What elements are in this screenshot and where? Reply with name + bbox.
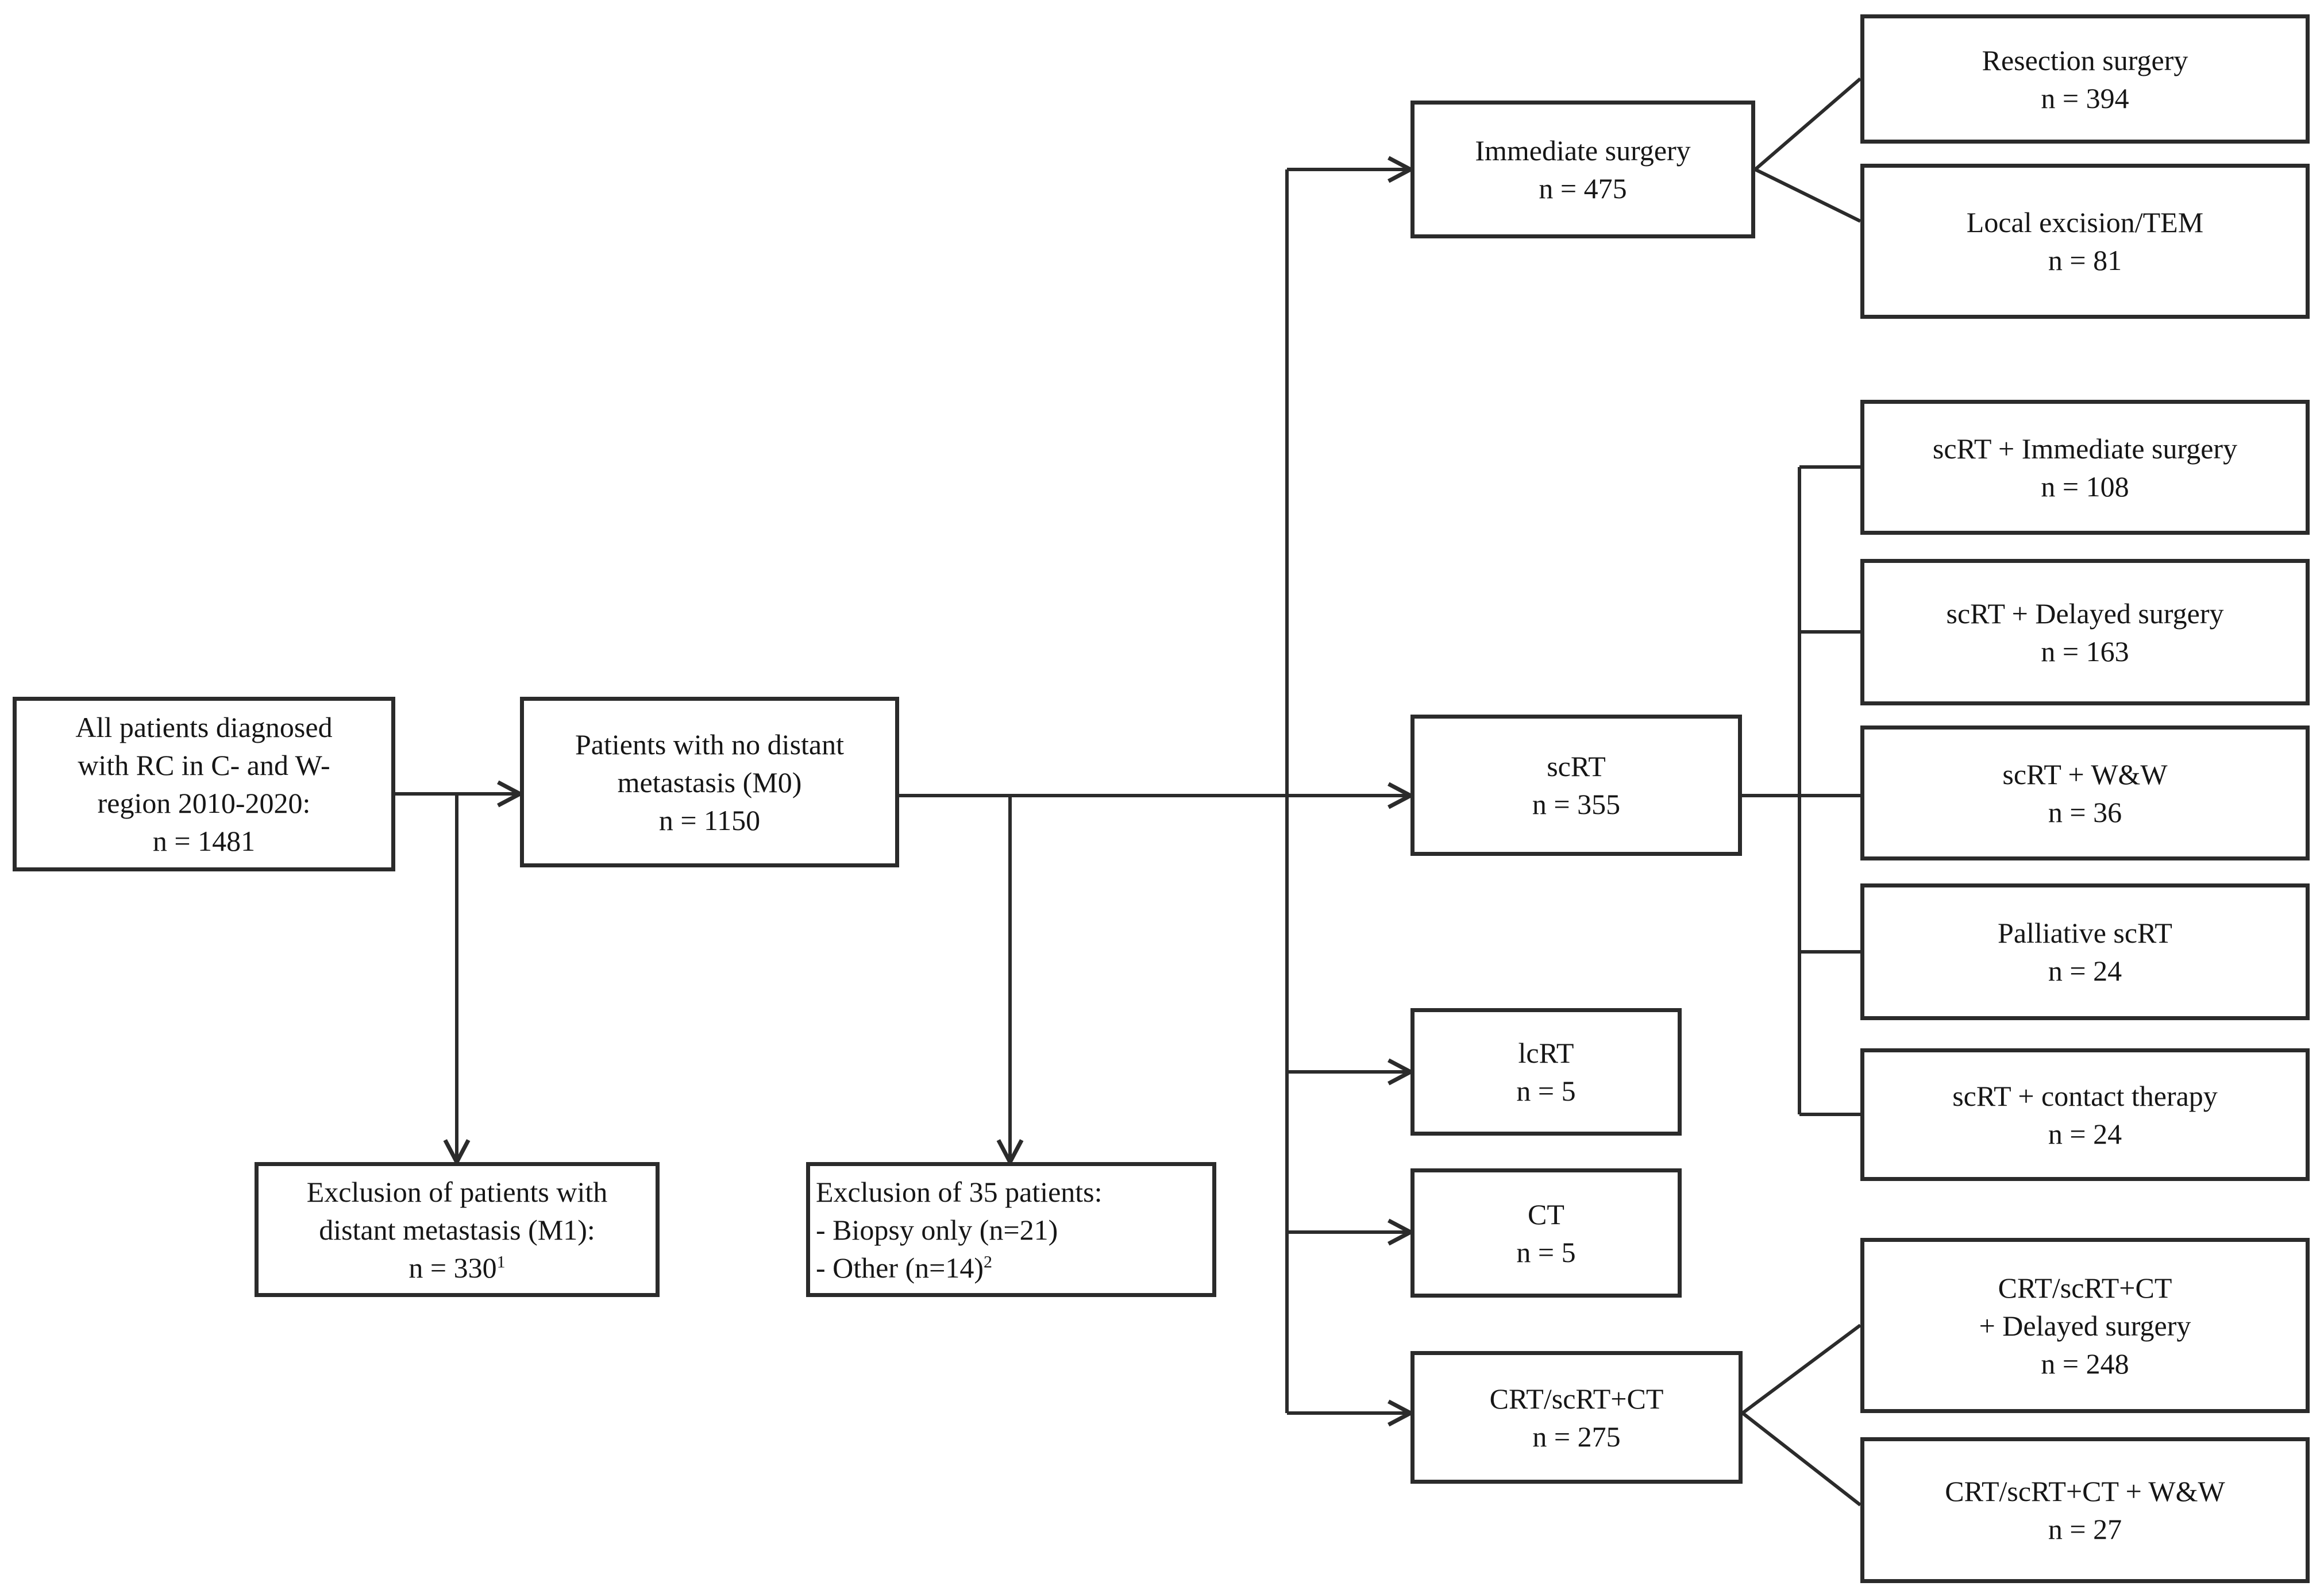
node-line: Palliative scRT xyxy=(1998,917,2172,949)
footnote-superscript: 1 xyxy=(496,1252,506,1271)
node-line: CRT/scRT+CT xyxy=(1998,1271,2172,1304)
edge-immediate-to-local-excision xyxy=(1754,168,1861,223)
node-line: - Other (n=14)2 xyxy=(816,1249,992,1287)
node-line: n = 81 xyxy=(2048,244,2122,276)
node-line: Exclusion of 35 patients: xyxy=(816,1175,1103,1208)
node-line: n = 36 xyxy=(2048,796,2122,828)
node-line: n = 108 xyxy=(2041,470,2129,503)
node-scrt-contact: scRT + contact therapy n = 24 xyxy=(1860,1048,2310,1181)
node-crt-delayed: CRT/scRT+CT + Delayed surgery n = 248 xyxy=(1860,1238,2310,1413)
node-line: CRT/scRT+CT xyxy=(1489,1382,1664,1415)
node-immediate-surgery: Immediate surgery n = 475 xyxy=(1410,101,1755,238)
node-line: Local excision/TEM xyxy=(1966,206,2204,238)
node-line: n = 355 xyxy=(1532,788,1621,820)
node-line: scRT + contact therapy xyxy=(1952,1079,2218,1112)
node-scrt-delayed: scRT + Delayed surgery n = 163 xyxy=(1860,559,2310,705)
node-line: n = 5 xyxy=(1516,1236,1576,1268)
node-line: CRT/scRT+CT + W&W xyxy=(1945,1475,2225,1507)
node-m0: Patients with no distant metastasis (M0)… xyxy=(520,697,899,867)
node-line-text: - Other (n=14) xyxy=(816,1251,984,1284)
node-line: n = 475 xyxy=(1539,172,1627,204)
node-scrt-ww: scRT + W&W n = 36 xyxy=(1860,725,2310,860)
node-line: n = 27 xyxy=(2048,1513,2122,1545)
node-crt-scrt-ct: CRT/scRT+CT n = 275 xyxy=(1410,1351,1743,1484)
node-lcrt: lcRT n = 5 xyxy=(1410,1008,1682,1136)
node-palliative-scrt: Palliative scRT n = 24 xyxy=(1860,883,2310,1020)
node-line: All patients diagnosed xyxy=(75,711,333,743)
node-line: metastasis (M0) xyxy=(617,766,802,798)
node-line: lcRT xyxy=(1518,1037,1574,1069)
node-line: scRT + W&W xyxy=(2002,758,2168,790)
node-line: n = 3301 xyxy=(408,1249,505,1287)
edge-immediate-to-resection xyxy=(1754,77,1861,171)
node-line: distant metastasis (M1): xyxy=(319,1213,595,1246)
node-line: region 2010-2020: xyxy=(97,787,311,819)
node-ct: CT n = 5 xyxy=(1410,1168,1682,1298)
node-line: scRT + Delayed surgery xyxy=(1946,597,2224,630)
node-line: n = 394 xyxy=(2041,82,2129,114)
node-all-patients: All patients diagnosed with RC in C- and… xyxy=(13,697,395,871)
node-line: n = 24 xyxy=(2048,955,2122,987)
edge-crt-to-crt-delayed xyxy=(1741,1323,1861,1415)
edge-crt-to-crt-ww xyxy=(1741,1411,1861,1507)
node-line: Resection surgery xyxy=(1982,44,2188,76)
node-exclusion-35: Exclusion of 35 patients: - Biopsy only … xyxy=(806,1162,1216,1297)
node-line: n = 24 xyxy=(2048,1117,2122,1150)
node-line: n = 248 xyxy=(2041,1347,2129,1380)
node-line: n = 1481 xyxy=(152,825,256,857)
node-scrt-immediate: scRT + Immediate surgery n = 108 xyxy=(1860,400,2310,535)
node-line: CT xyxy=(1528,1198,1564,1230)
node-line: with RC in C- and W- xyxy=(78,749,330,781)
node-line: Immediate surgery xyxy=(1475,134,1691,167)
node-line: n = 163 xyxy=(2041,635,2129,667)
node-line: n = 275 xyxy=(1532,1420,1621,1453)
node-line: scRT + Immediate surgery xyxy=(1932,432,2238,465)
node-line-text: n = 330 xyxy=(408,1251,497,1284)
node-line: - Biopsy only (n=21) xyxy=(816,1213,1058,1246)
node-line: n = 1150 xyxy=(658,804,761,836)
node-crt-ww: CRT/scRT+CT + W&W n = 27 xyxy=(1860,1437,2310,1583)
node-line: Patients with no distant xyxy=(575,728,845,761)
node-line: n = 5 xyxy=(1516,1075,1576,1107)
node-line: scRT xyxy=(1547,750,1606,782)
footnote-superscript: 2 xyxy=(984,1252,992,1271)
node-line: Exclusion of patients with xyxy=(306,1175,608,1208)
node-exclusion-m1: Exclusion of patients with distant metas… xyxy=(255,1162,660,1297)
node-resection-surgery: Resection surgery n = 394 xyxy=(1860,14,2310,144)
node-line: + Delayed surgery xyxy=(1979,1309,2191,1342)
node-local-excision: Local excision/TEM n = 81 xyxy=(1860,164,2310,319)
node-scrt: scRT n = 355 xyxy=(1410,715,1742,856)
